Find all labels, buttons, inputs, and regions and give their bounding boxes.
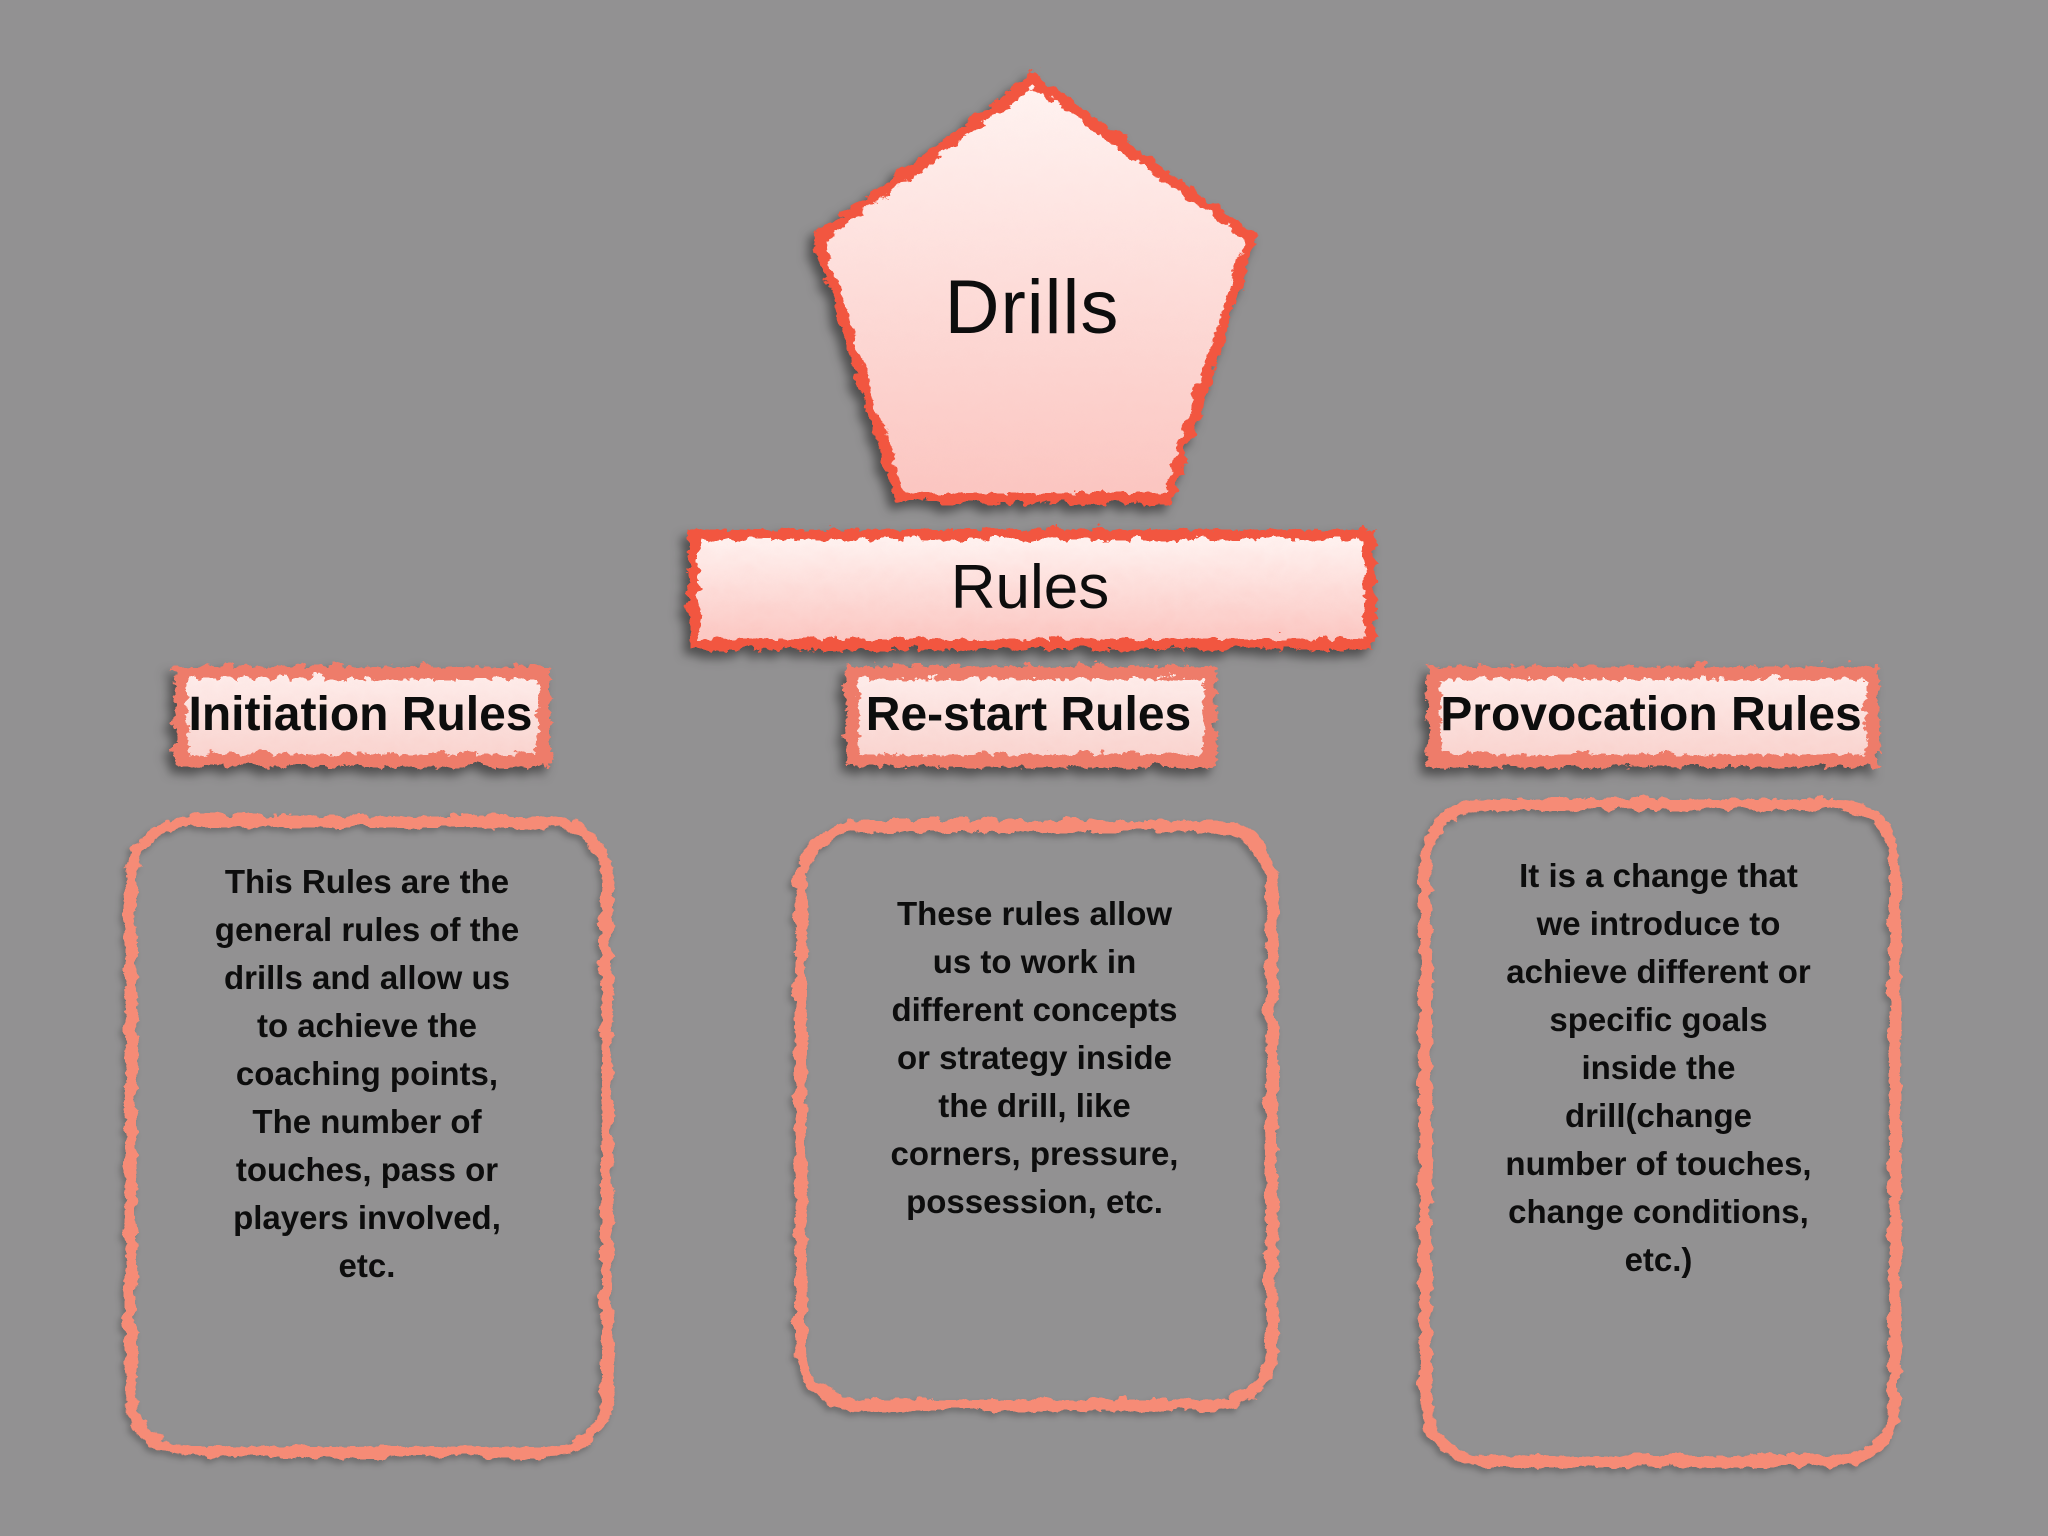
node-drills-title: Drills	[944, 265, 1120, 350]
restart-label-box	[843, 663, 1214, 765]
label-restart-rules: Re-start Rules	[865, 687, 1192, 741]
restart-body-outline	[793, 818, 1276, 1409]
label-initiation-rules: Initiation Rules	[188, 687, 533, 741]
body-provocation-rules: It is a change that we introduce to achi…	[1505, 857, 1812, 1278]
label-provocation-rules: Provocation Rules	[1440, 687, 1862, 741]
body-restart-rules: These rules allow us to work in differen…	[890, 895, 1179, 1220]
node-rules-title: Rules	[950, 552, 1110, 622]
rules-bar-shape	[686, 526, 1374, 648]
drills-pentagon-shape	[810, 72, 1254, 502]
provocation-body-outline	[1418, 796, 1899, 1465]
initiation-label-box	[172, 663, 549, 765]
provocation-label-box	[1425, 663, 1877, 765]
body-initiation-rules: This Rules are the general rules of the …	[214, 863, 520, 1284]
initiation-body-outline	[123, 814, 611, 1456]
